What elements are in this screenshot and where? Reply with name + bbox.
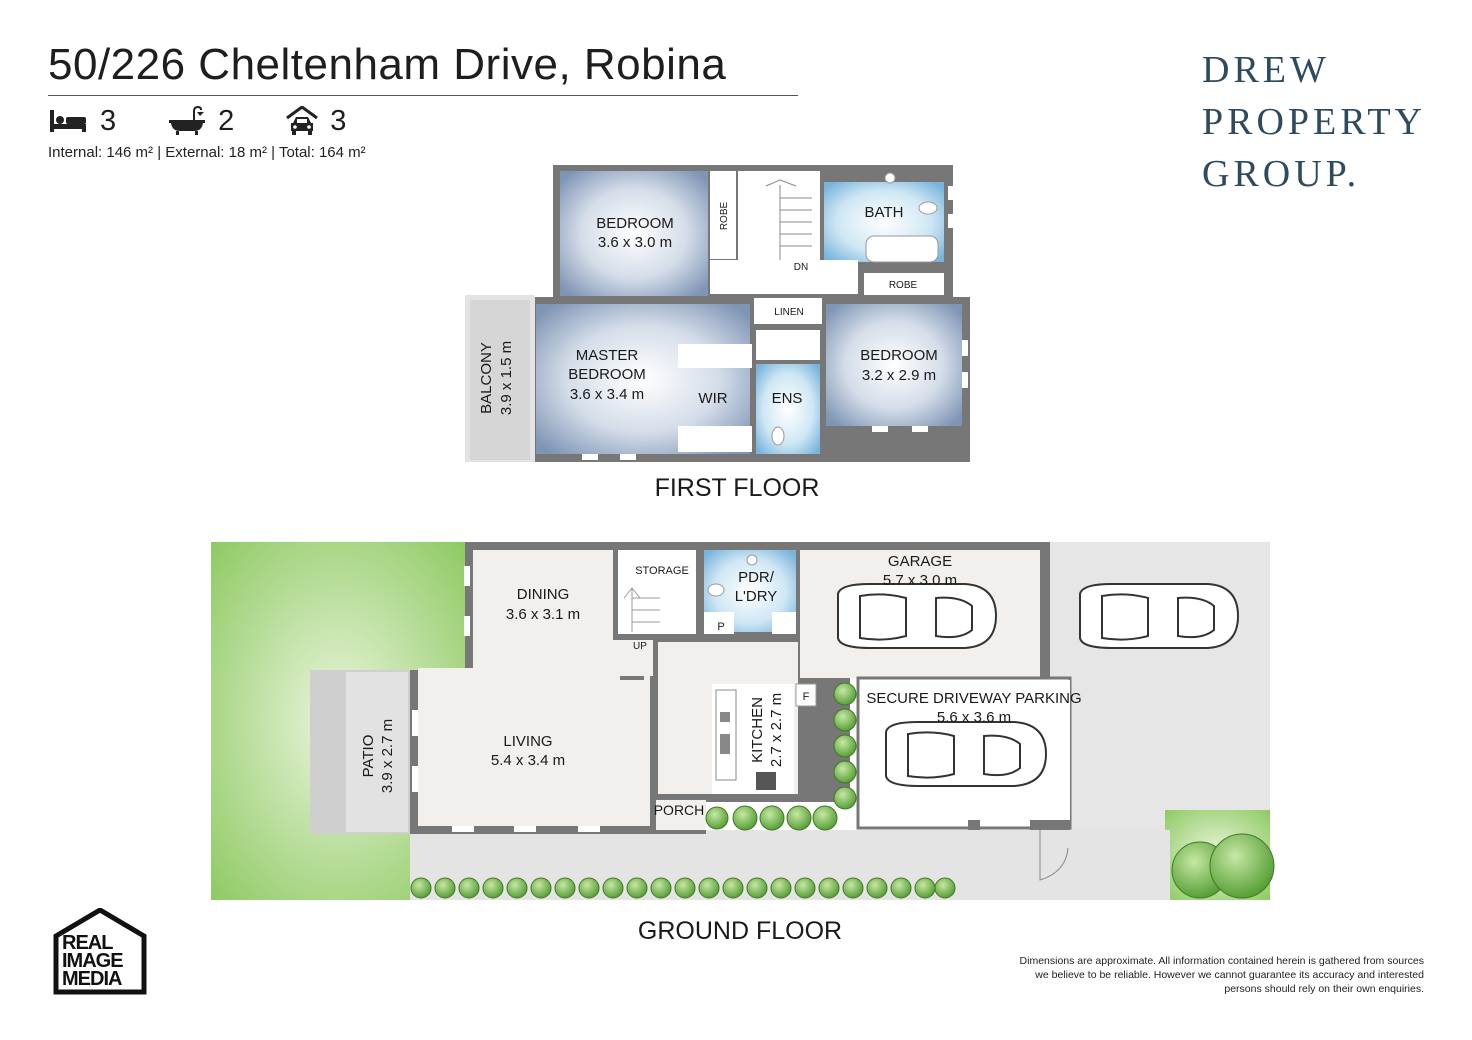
bath-stat: 2 bbox=[168, 105, 234, 138]
living-label: LIVING bbox=[503, 733, 552, 750]
kitchen-size: 2.7 x 2.7 m bbox=[768, 693, 785, 767]
brand-line-2: PROPERTY bbox=[1202, 101, 1426, 143]
real-image-media-logo bbox=[53, 908, 147, 995]
bed-icon bbox=[50, 110, 86, 132]
title-divider bbox=[48, 95, 798, 96]
bath-count: 2 bbox=[218, 104, 235, 137]
robe2-label: ROBE bbox=[889, 280, 918, 291]
master-label-2: BEDROOM bbox=[568, 366, 646, 383]
ground-floor-title: GROUND FLOOR bbox=[638, 917, 842, 945]
car-stat: 3 bbox=[286, 105, 346, 138]
disclaimer: Dimensions are approximate. All informat… bbox=[1019, 955, 1424, 995]
garage-label: GARAGE bbox=[888, 553, 952, 570]
ensuite-label: ENS bbox=[772, 390, 803, 407]
fridge-label: F bbox=[803, 691, 810, 703]
patio-size: 3.9 x 2.7 m bbox=[379, 719, 396, 793]
pantry-label: P bbox=[717, 621, 724, 633]
brand-line-3: GROUP. bbox=[1202, 153, 1361, 195]
car-graphic bbox=[837, 583, 998, 649]
car-graphic bbox=[885, 721, 1048, 787]
dining-size: 3.6 x 3.1 m bbox=[506, 606, 580, 623]
master-size: 3.6 x 3.4 m bbox=[570, 386, 644, 403]
first-floor-title: FIRST FLOOR bbox=[655, 474, 820, 502]
first-floor-plan: BEDROOM 3.6 x 3.0 m ROBE BATH ROBE DN LI… bbox=[465, 165, 970, 502]
brand-line-1: DREW bbox=[1202, 49, 1330, 91]
property-stats: 3 2 3 bbox=[48, 104, 398, 138]
bath-label: BATH bbox=[865, 204, 904, 221]
living-size: 5.4 x 3.4 m bbox=[491, 752, 565, 769]
bedroom1-label: BEDROOM bbox=[596, 215, 674, 232]
balcony-size: 3.9 x 1.5 m bbox=[498, 341, 515, 415]
porch-label: PORCH bbox=[654, 802, 705, 818]
kitchen-label: KITCHEN bbox=[749, 697, 766, 763]
logo-line-2: IMAGE bbox=[62, 950, 124, 972]
bedroom2-label: BEDROOM bbox=[860, 347, 938, 364]
pdr-label-2: L'DRY bbox=[735, 588, 778, 605]
garage-size: 5.7 x 3.0 m bbox=[883, 572, 957, 589]
bedroom2-size: 3.2 x 2.9 m bbox=[862, 367, 936, 384]
pdr-label-1: PDR/ bbox=[738, 569, 775, 586]
bed-stat: 3 bbox=[48, 105, 116, 138]
ground-floor-plan: DINING 3.6 x 3.1 m STORAGE UP PDR/ L'DRY… bbox=[211, 542, 1275, 945]
logo-line-1: REAL bbox=[62, 932, 113, 954]
garage-car-icon bbox=[286, 106, 319, 135]
car-count: 3 bbox=[330, 104, 347, 137]
storage-label: STORAGE bbox=[635, 565, 689, 577]
linen-label: LINEN bbox=[774, 307, 803, 318]
real-image-media-text: REAL IMAGE MEDIA bbox=[62, 932, 124, 990]
balcony-label: BALCONY bbox=[478, 342, 495, 414]
brand-logo: DREW PROPERTY GROUP. bbox=[1202, 44, 1426, 200]
stairs-down-label: DN bbox=[794, 262, 808, 273]
robe1-label: ROBE bbox=[719, 202, 730, 231]
property-address: 50/226 Cheltenham Drive, Robina bbox=[48, 40, 727, 89]
logo-line-3: MEDIA bbox=[62, 968, 122, 990]
stairs-up-label: UP bbox=[633, 641, 647, 652]
dining-label: DINING bbox=[517, 586, 570, 603]
bed-count: 3 bbox=[100, 104, 117, 137]
driveway-label: SECURE DRIVEWAY PARKING bbox=[866, 690, 1081, 707]
bedroom1-size: 3.6 x 3.0 m bbox=[598, 234, 672, 251]
car-graphic bbox=[1079, 583, 1240, 649]
area-summary: Internal: 146 m² | External: 18 m² | Tot… bbox=[48, 144, 366, 161]
bath-icon bbox=[169, 106, 206, 135]
hedge bbox=[410, 682, 1275, 899]
patio-label: PATIO bbox=[360, 735, 377, 778]
wir-label: WIR bbox=[698, 390, 727, 407]
driveway-size: 5.6 x 3.6 m bbox=[937, 709, 1011, 726]
master-label-1: MASTER bbox=[576, 347, 639, 364]
